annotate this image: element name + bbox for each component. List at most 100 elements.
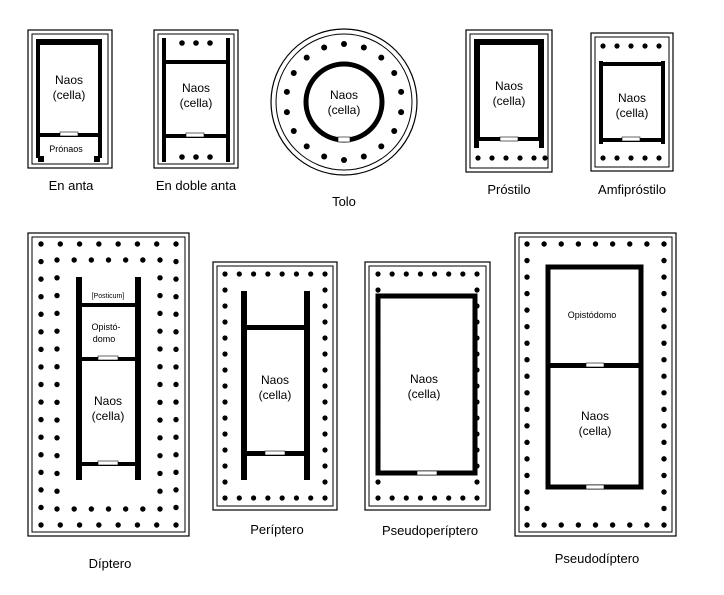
column (541, 522, 547, 528)
column (154, 241, 160, 247)
column (322, 383, 328, 389)
caption: Períptero (250, 522, 303, 537)
column (531, 155, 537, 161)
column (222, 495, 228, 501)
wall (243, 325, 308, 330)
column (222, 303, 228, 309)
door (97, 355, 119, 361)
room-label: (cella) (328, 103, 361, 117)
door (585, 362, 605, 368)
column (54, 292, 60, 299)
column (378, 143, 385, 150)
column (222, 447, 228, 453)
column (524, 257, 530, 264)
column (173, 399, 179, 405)
column (322, 495, 328, 501)
column (173, 487, 179, 493)
column (207, 154, 213, 160)
column (157, 381, 163, 388)
column (293, 271, 300, 277)
room-label: Naos (330, 88, 358, 102)
outer-border (465, 29, 553, 173)
room-label: Naos (581, 409, 609, 423)
inner-border (31, 33, 109, 165)
column (173, 293, 179, 300)
columns-front (475, 155, 548, 161)
column (122, 506, 129, 512)
column (403, 271, 409, 277)
column (474, 287, 480, 293)
door (499, 136, 519, 142)
column (96, 522, 102, 528)
anta-right (661, 61, 665, 144)
column (661, 307, 667, 313)
column (38, 276, 44, 282)
outer-border (514, 232, 677, 537)
column (644, 241, 650, 247)
column (661, 241, 667, 247)
column (154, 522, 160, 528)
column (54, 470, 60, 477)
column (592, 522, 599, 528)
column (293, 495, 300, 501)
column (360, 44, 367, 51)
room-label: (cella) (616, 106, 649, 120)
column (157, 488, 163, 494)
room-label: (cella) (493, 94, 526, 108)
inner-border (31, 236, 186, 533)
column (290, 70, 297, 76)
column (173, 329, 179, 335)
colonnade (283, 41, 405, 163)
room-label: Naos (261, 373, 289, 387)
column (265, 271, 271, 277)
column (157, 275, 163, 281)
column (38, 469, 44, 476)
column (54, 488, 60, 494)
room-label: Opistódomo (568, 310, 617, 320)
column (303, 54, 310, 61)
door (185, 132, 205, 138)
room-label: domo (93, 334, 116, 344)
column (283, 109, 290, 116)
column (524, 505, 530, 512)
column (157, 346, 163, 352)
column (661, 390, 667, 396)
column (193, 154, 199, 160)
column (375, 495, 381, 501)
column (642, 155, 648, 161)
column (105, 506, 112, 512)
anta-right (304, 291, 310, 480)
column (38, 241, 44, 247)
column (179, 154, 185, 160)
column (94, 156, 100, 162)
column (656, 155, 662, 161)
column (627, 241, 633, 247)
column (122, 257, 129, 263)
column (173, 381, 179, 388)
door (621, 136, 641, 142)
column (614, 43, 620, 49)
column (115, 241, 121, 247)
plan-prostilo: Naos (cella) Próstilo (465, 29, 553, 197)
column (71, 506, 77, 512)
column (321, 153, 328, 160)
column (322, 351, 328, 357)
column (600, 155, 606, 161)
column (592, 241, 599, 247)
column (173, 452, 179, 458)
column (322, 415, 328, 421)
column (207, 40, 213, 46)
column (38, 329, 44, 335)
column (54, 381, 60, 388)
caption: Pseudoperíptero (382, 523, 478, 538)
column (222, 399, 228, 405)
column (236, 495, 242, 501)
column (308, 495, 314, 501)
caption: Amfipróstilo (598, 182, 666, 197)
column (322, 319, 328, 325)
column (76, 241, 83, 247)
room-label: Naos (94, 394, 122, 408)
column (303, 143, 310, 150)
column (115, 522, 121, 528)
column (222, 335, 228, 341)
